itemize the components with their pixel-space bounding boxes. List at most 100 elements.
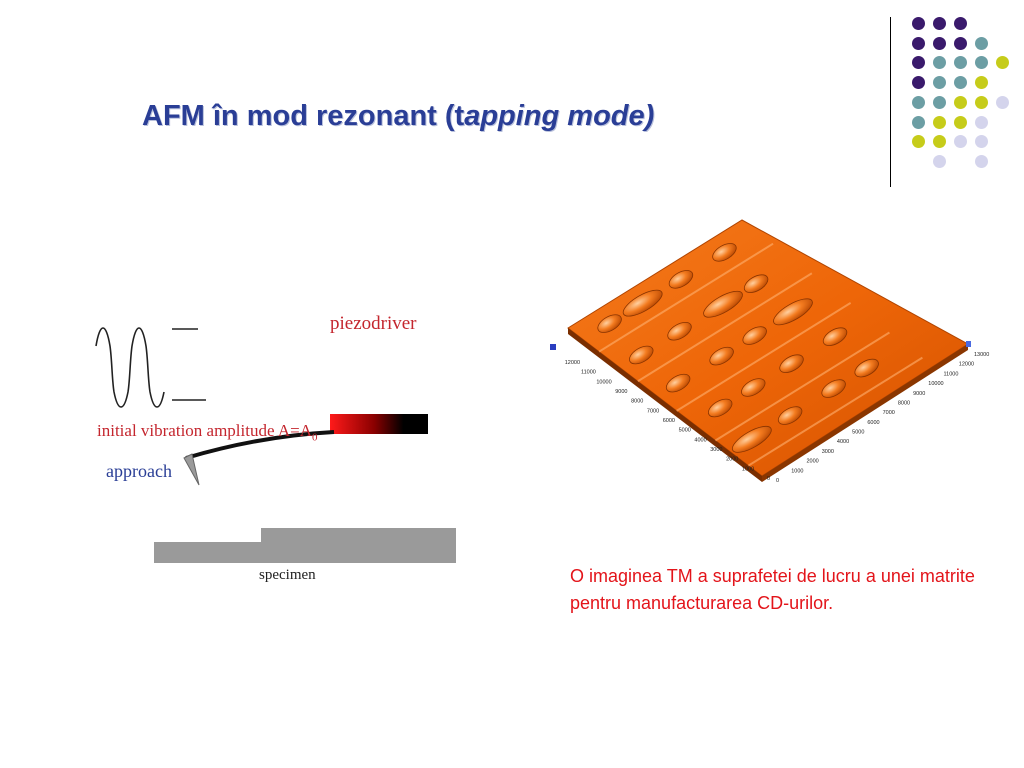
decorative-dot	[933, 154, 946, 168]
axis-tick-label: 9000	[615, 389, 627, 395]
image-caption: O imaginea TM a suprafetei de lucru a un…	[570, 566, 975, 613]
surface-pit	[629, 345, 654, 365]
decorative-dot	[912, 56, 925, 70]
surface-pit	[743, 274, 769, 294]
surface-ridge	[747, 356, 923, 467]
surface-pits	[597, 243, 879, 453]
decorative-dot	[954, 135, 967, 149]
piezodriver-label: piezodriver	[330, 313, 417, 334]
axis-tick-label: 7000	[883, 410, 895, 416]
decorative-dot	[912, 36, 925, 50]
surface-ridge	[637, 272, 813, 383]
axis-tick-label: 4000	[694, 437, 706, 443]
axis-tick-label: 2000	[726, 457, 738, 463]
decorative-dot	[975, 56, 988, 70]
specimen-label: specimen	[259, 567, 316, 583]
surface-pit	[821, 379, 846, 398]
axis-tick-label: 11000	[581, 370, 596, 376]
axis-tick-label: 10000	[596, 379, 611, 385]
surface-pit	[667, 321, 692, 341]
decorative-dot	[912, 115, 925, 129]
axis-tick-label: 1000	[791, 468, 803, 474]
amplitude-subscript: 0	[311, 431, 318, 444]
decorative-dot	[933, 56, 946, 70]
decorative-dot	[912, 135, 925, 149]
surface-ridge	[714, 331, 890, 442]
title-prefix: AFM în mod rezonant (t	[142, 100, 465, 132]
vibration-wave	[95, 327, 165, 408]
decorative-dot	[975, 115, 988, 129]
axis-tick-label: 3000	[710, 447, 722, 453]
decorative-dot	[996, 95, 1009, 109]
surface-plane	[567, 219, 969, 477]
surface-pit	[741, 378, 766, 397]
axis-tick-label: 6000	[867, 420, 879, 426]
decorative-dot	[975, 95, 988, 109]
surface-ridges	[598, 242, 923, 467]
surface-pit	[708, 398, 733, 418]
surface-ridge	[598, 242, 774, 353]
axis-tick-label: 13000	[974, 352, 989, 358]
decorative-dot	[933, 115, 946, 129]
decorative-dot	[954, 95, 967, 109]
surface-pit	[731, 425, 772, 453]
decorative-dot	[975, 135, 988, 149]
surface-pit	[777, 406, 803, 425]
decorative-dot	[996, 56, 1009, 70]
axis-tick-label: 12000	[959, 362, 974, 368]
cantilever-tip	[183, 453, 200, 486]
surface-pit	[622, 289, 663, 317]
decorative-dot	[954, 76, 967, 90]
right-axis-ticks: 1300012000110001000090008000700060005000…	[776, 352, 989, 484]
axis-tick-label: 4000	[837, 439, 849, 445]
axis-tick-label: 1000	[742, 466, 754, 472]
axis-marker-right	[966, 341, 971, 347]
surface-pit	[712, 243, 737, 262]
piezodriver-bar	[330, 414, 428, 434]
decorative-dot	[912, 76, 925, 90]
approach-label: approach	[106, 461, 172, 481]
decorative-dot	[954, 115, 967, 129]
surface-pit	[854, 358, 879, 378]
surface-pit	[822, 327, 848, 347]
axis-tick-label: 11000	[944, 371, 959, 377]
axis-tick-label: 8000	[631, 399, 643, 405]
axis-tick-label: 12000	[565, 360, 580, 366]
decorative-dot	[933, 17, 946, 30]
surface-pit	[703, 290, 743, 318]
decorative-dot	[933, 95, 946, 109]
surface-pit	[597, 314, 622, 333]
surface-front-edge	[568, 328, 762, 482]
decorative-dot	[975, 154, 988, 168]
decorative-dot	[954, 17, 967, 30]
axis-tick-label: 10000	[928, 381, 943, 387]
surface-pit	[742, 326, 767, 345]
decorative-dot	[912, 95, 925, 109]
surface-right-edge	[762, 344, 968, 482]
surface-pit	[779, 354, 804, 374]
axis-tick-label: 0	[767, 476, 770, 482]
decorative-dot	[954, 36, 967, 50]
left-axis-ticks: 1200011000100009000800070006000500040003…	[565, 360, 770, 482]
axis-tick-label: 0	[776, 478, 779, 484]
decorative-dot	[975, 36, 988, 50]
cantilever	[185, 430, 335, 460]
slide-title: AFM în mod rezonant (tapping mode)	[142, 100, 654, 133]
axis-tick-label: 7000	[647, 408, 659, 414]
axis-tick-label: 5000	[852, 430, 864, 436]
axis-tick-label: 5000	[679, 428, 691, 434]
initial-vibration-text: initial vibration amplitude A=A	[97, 421, 312, 440]
axis-tick-label: 8000	[898, 400, 910, 406]
decorative-dot	[933, 76, 946, 90]
divider-line	[890, 17, 891, 187]
axis-tick-label: 9000	[913, 391, 925, 397]
surface-pit	[709, 346, 734, 366]
surface-pit	[665, 373, 691, 393]
specimen-surface	[154, 528, 456, 563]
decorative-dot	[933, 36, 946, 50]
surface-pit	[668, 270, 694, 289]
axis-marker-left	[550, 344, 556, 350]
decorative-dot	[933, 135, 946, 149]
